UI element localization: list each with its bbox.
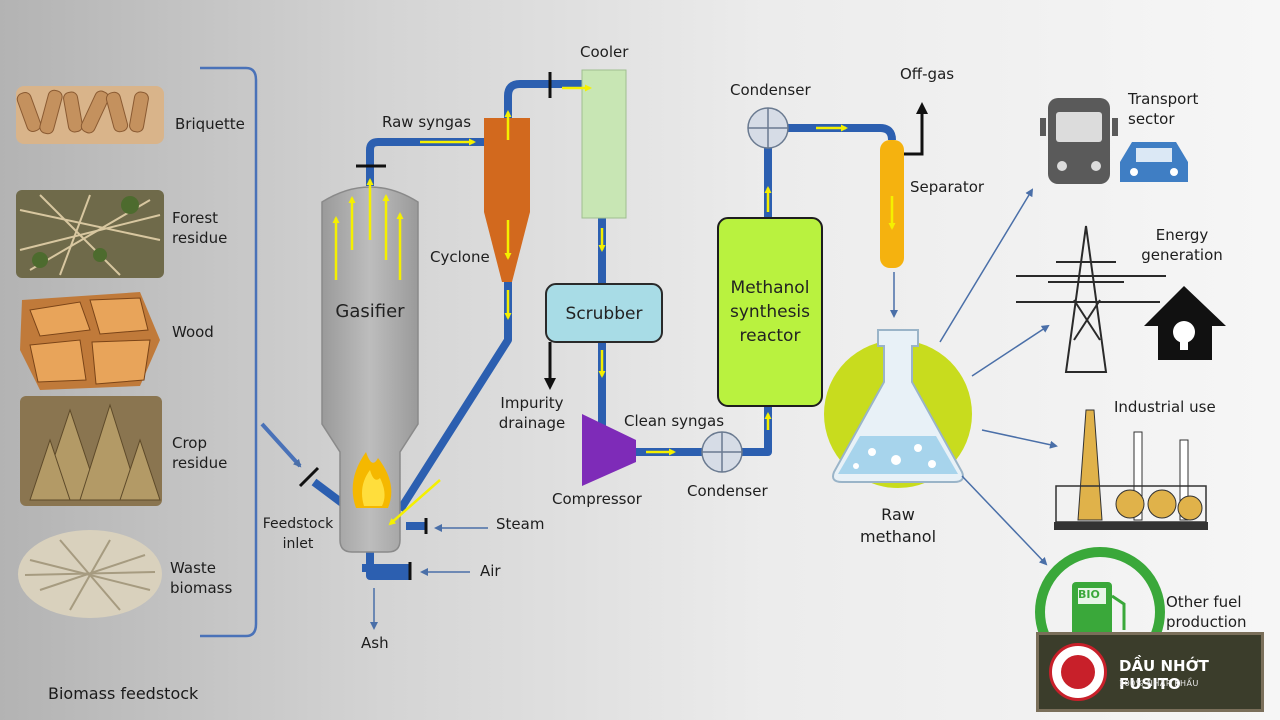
- methanol-reactor-label: Methanol synthesis reactor: [729, 278, 811, 346]
- ash-label: Ash: [361, 634, 389, 652]
- brand-name: DẦU NHỚT FUSITO: [1119, 657, 1209, 693]
- compressor: [582, 414, 636, 486]
- crop-residue-label: Crop residue: [172, 434, 228, 472]
- steam-label: Steam: [496, 515, 545, 533]
- other-fuel-label: Other fuel production: [1166, 593, 1247, 631]
- forest-residue-image: [16, 190, 164, 278]
- feedstock-inlet-label: Feedstock inlet: [262, 516, 334, 552]
- cyclone-flow-arrows: [420, 110, 512, 320]
- briquette-image: [16, 86, 164, 144]
- gasifier-vessel: [321, 186, 419, 553]
- raw-syngas-label: Raw syngas: [382, 113, 472, 131]
- factory-icon: [1054, 409, 1208, 530]
- feed-arrow: [260, 422, 302, 468]
- bio-label: BIO: [1078, 588, 1100, 601]
- cooler-flow-arrows: [562, 84, 676, 456]
- energy-label: Energy generation: [1141, 226, 1223, 264]
- compressor-label: Compressor: [552, 490, 642, 508]
- raw-methanol-label: Raw methanol: [859, 505, 937, 546]
- brand-logo-icon: [1049, 643, 1107, 701]
- scrubber-label: Scrubber: [565, 304, 643, 324]
- off-gas-arrow: [904, 102, 928, 156]
- condenser-top-symbol: [747, 107, 789, 149]
- brand-badge: DẦU NHỚT FUSITO 100% NHẬP KHẨU: [1036, 632, 1264, 712]
- condenser-top-label: Condenser: [730, 81, 811, 99]
- raw-methanol-flask: [824, 329, 972, 488]
- methanol-reactor: [717, 217, 823, 407]
- cooler: [581, 69, 627, 219]
- wood-image: [20, 292, 160, 390]
- car-icon: [1120, 142, 1188, 182]
- waste-biomass-label: Waste biomass: [170, 559, 233, 597]
- cyclone-label: Cyclone: [430, 248, 490, 266]
- gasifier-label: Gasifier: [335, 301, 405, 322]
- house-bulb-icon: [1144, 286, 1226, 360]
- biomass-feedstock-title: Biomass feedstock: [48, 684, 199, 703]
- scrubber: [545, 283, 663, 343]
- industrial-label: Industrial use: [1114, 398, 1216, 416]
- impurity-drainage-label: Impurity drainage: [498, 394, 566, 432]
- feedstock-bracket: [200, 66, 258, 638]
- off-gas-label: Off-gas: [900, 65, 955, 83]
- briquette-label: Briquette: [175, 115, 245, 133]
- bus-icon: [1040, 98, 1118, 184]
- brand-tagline: 100% NHẬP KHẨU: [1119, 679, 1199, 688]
- power-tower-icon: [1016, 225, 1166, 373]
- clean-syngas-label: Clean syngas: [624, 412, 725, 430]
- reactor-flow-arrows: [764, 124, 848, 430]
- crop-residue-image: [20, 396, 162, 506]
- cooler-label: Cooler: [580, 43, 629, 61]
- condenser-bottom-label: Condenser: [687, 482, 768, 500]
- valves: [298, 72, 552, 580]
- gasifier-flow-arrows: [332, 178, 441, 526]
- transport-label: Transport sector: [1128, 90, 1199, 128]
- condenser-bottom-symbol: [701, 431, 743, 473]
- separator-label: Separator: [910, 178, 985, 196]
- wood-label: Wood: [172, 323, 214, 341]
- use-arrows: [939, 188, 1058, 566]
- forest-residue-label: Forest residue: [172, 209, 228, 247]
- waste-biomass-image: [18, 530, 162, 618]
- air-label: Air: [480, 562, 501, 580]
